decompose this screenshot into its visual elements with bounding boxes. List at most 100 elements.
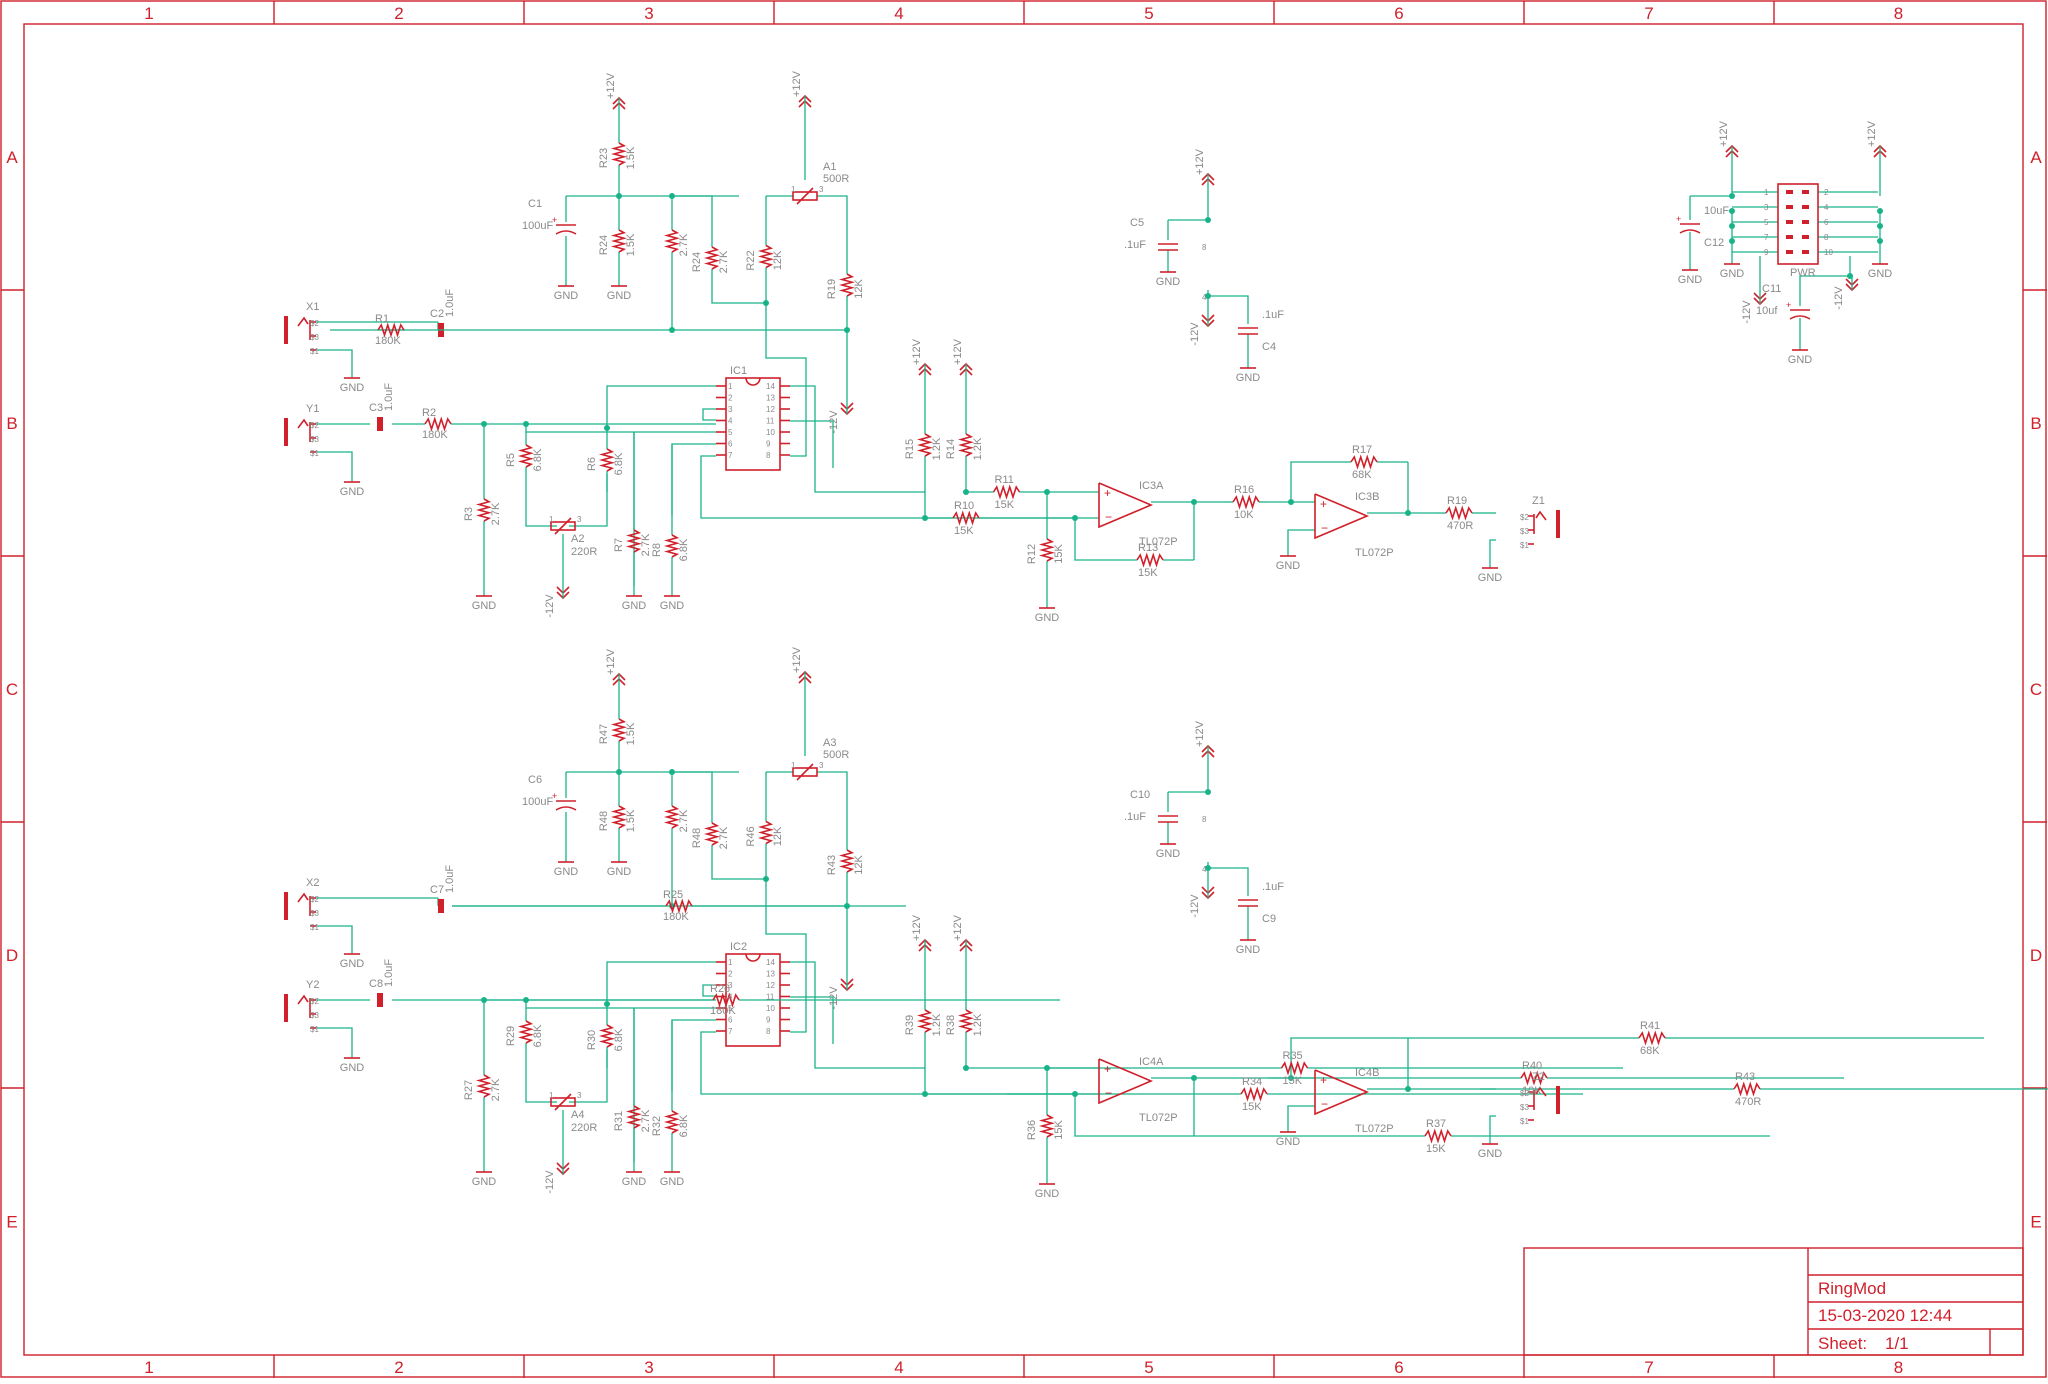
ground-label: GND — [622, 600, 647, 612]
resistor-ref: R19 — [1447, 495, 1467, 507]
column-label-bottom: 7 — [1644, 1358, 1653, 1377]
opamp-ref: IC3B — [1355, 491, 1379, 503]
ground-label: GND — [472, 1176, 497, 1188]
resistor-symbol — [1424, 1128, 1452, 1144]
symbol-layer: ++−+−++−+−++ — [284, 94, 2048, 1185]
resistor-value: 1.2K — [931, 437, 943, 460]
ic-pin-number: 8 — [766, 451, 771, 460]
header-pin — [1786, 205, 1793, 209]
polarity-mark: + — [552, 215, 557, 225]
header-pin — [1802, 190, 1809, 194]
jack-pin-label: $3 — [310, 1011, 319, 1020]
neg-rail-label: -12V — [828, 410, 840, 434]
ground-label: GND — [1156, 276, 1181, 288]
column-label-bottom: 2 — [394, 1358, 403, 1377]
power-header — [1777, 183, 1819, 265]
jack-contact — [297, 994, 309, 1005]
header-ref: PWR — [1790, 267, 1816, 279]
wire — [569, 1050, 608, 1103]
pos-rail-label: +12V — [1194, 148, 1206, 175]
ic-pin-number: 4 — [728, 417, 733, 426]
wire — [672, 195, 713, 220]
resistor-ref: R22 — [745, 250, 757, 270]
resistor-ref: R35 — [1283, 1050, 1303, 1062]
resistor-value: 15K — [1138, 567, 1158, 579]
opamp-model: TL072P — [1355, 547, 1394, 559]
ic-pin-number: 13 — [766, 970, 775, 979]
resistor-value: 2.7K — [490, 1078, 502, 1101]
resistor-ref: R17 — [1352, 444, 1372, 456]
title-block-sheet-value: 1/1 — [1885, 1334, 1909, 1353]
wire — [790, 385, 925, 493]
jack-body — [284, 994, 288, 1022]
column-label-top: 8 — [1894, 4, 1903, 23]
ground-label: GND — [472, 600, 497, 612]
header-pin — [1786, 190, 1793, 194]
ic-ref: IC2 — [730, 941, 747, 953]
resistor-symbol — [1038, 1114, 1056, 1138]
resistor-symbol — [663, 805, 681, 829]
ground-label: GND — [340, 958, 365, 970]
column-label-top: 4 — [894, 4, 903, 23]
junction-dot — [1877, 223, 1883, 229]
jack-pin-label: $3 — [1520, 1103, 1529, 1112]
ic-pin-number: 4 — [1202, 865, 1207, 874]
resistor-symbol — [598, 448, 616, 472]
wire — [525, 1064, 557, 1103]
resistor-ref: R26 — [710, 983, 730, 995]
resistor-value: 180K — [422, 429, 448, 441]
resistor-symbol — [663, 534, 681, 558]
resistor-symbol — [838, 849, 856, 873]
capacitor-symbol — [377, 993, 383, 1007]
opamp-symbol — [1098, 482, 1154, 529]
capacitor-value: 1.0uF — [383, 959, 395, 987]
resistor-ref: R14 — [945, 439, 957, 459]
jack-contact — [297, 316, 309, 327]
wire — [606, 385, 716, 428]
wire — [1290, 461, 1320, 502]
row-label-left: D — [6, 946, 18, 965]
resistor-value: 15K — [1426, 1143, 1446, 1155]
jack-contact — [297, 892, 309, 903]
resistor-value: 2.7K — [640, 533, 652, 556]
resistor-value: 6.8K — [678, 538, 690, 561]
resistor-ref: R16 — [1234, 484, 1254, 496]
column-label-top: 3 — [644, 4, 653, 23]
ic-pin-number: 7 — [728, 451, 733, 460]
resistor-value: 1.2K — [931, 1013, 943, 1036]
capacitor-ref: C12 — [1704, 237, 1724, 249]
wire — [790, 961, 925, 1069]
header-pin — [1786, 250, 1793, 254]
trimmer-pin: 1 — [791, 761, 796, 770]
pos-rail-label: +12V — [911, 338, 923, 365]
header-pin-number: 7 — [1764, 233, 1769, 242]
row-label-left: B — [6, 414, 17, 433]
wire — [765, 879, 807, 1033]
jack-body — [284, 316, 288, 344]
resistor-symbol — [424, 416, 452, 432]
jack-contact — [1535, 510, 1547, 521]
trimmer-pin: 3 — [577, 515, 582, 524]
ground-label: GND — [1035, 1188, 1060, 1200]
column-label-bottom: 8 — [1894, 1358, 1903, 1377]
ic-pin-number: 11 — [766, 417, 775, 426]
trimmer-pin: 1 — [549, 1091, 554, 1100]
wire — [316, 451, 353, 482]
ground-label: GND — [554, 290, 579, 302]
trimmer-ref: A3 — [823, 737, 836, 749]
ground-label: GND — [1868, 268, 1893, 280]
ic-notch — [745, 377, 761, 386]
resistor-value: 15K — [1053, 544, 1065, 564]
resistor-value: 15K — [1242, 1101, 1262, 1113]
junction-dot — [1288, 499, 1294, 505]
junction-dot — [1877, 238, 1883, 244]
neg-rail-label: -12V — [544, 1170, 556, 1194]
resistor-ref: R10 — [954, 500, 974, 512]
ic-pin-number: 4 — [728, 993, 733, 1002]
pos-rail-label: +12V — [1718, 120, 1730, 147]
capacitor-symbol — [438, 899, 444, 913]
junction-dot — [1729, 238, 1735, 244]
header-pin-number: 10 — [1824, 248, 1833, 257]
resistor-value: 6.8K — [613, 1028, 625, 1051]
trimmer-arrow — [796, 187, 814, 205]
